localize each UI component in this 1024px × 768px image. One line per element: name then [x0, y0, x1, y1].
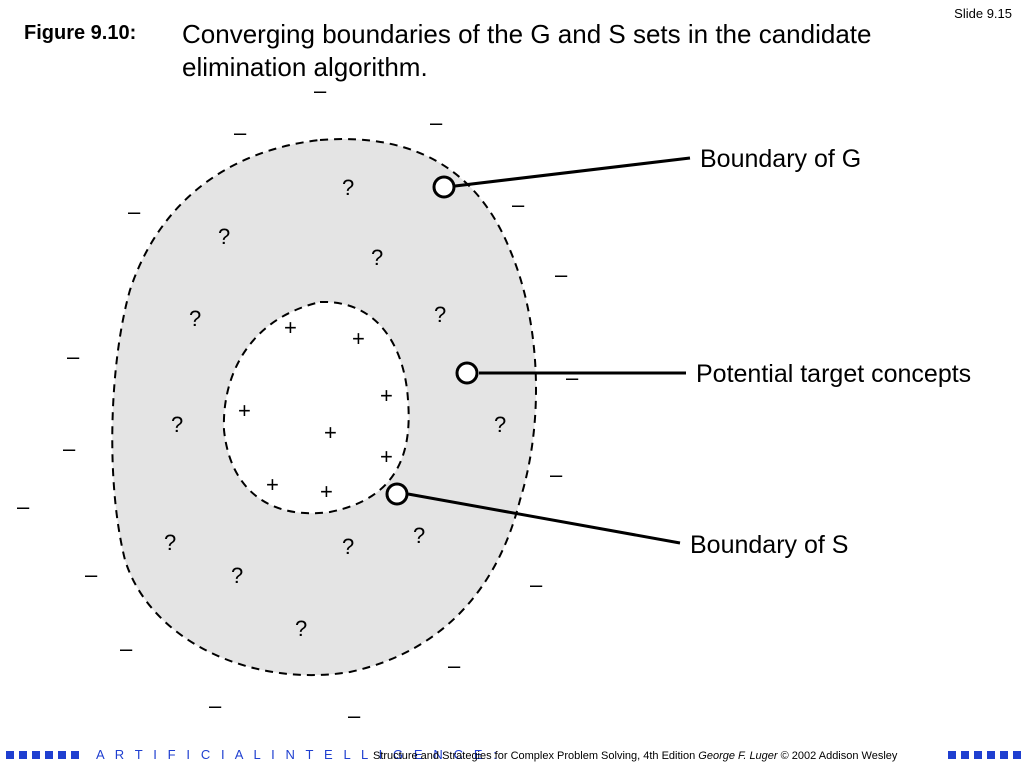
- footer-brand: A R T I F I C I A L I N T E L L I G E N …: [96, 747, 501, 762]
- negative-example: –: [234, 120, 247, 145]
- negative-example: –: [209, 693, 222, 718]
- negative-example: –: [17, 494, 30, 519]
- footer-copyright: © 2002: [780, 750, 817, 762]
- slide-number: Slide 9.15: [954, 6, 1012, 21]
- positive-example: +: [352, 326, 365, 351]
- unknown-examples: ? ? ? ? ? ? ? ? ? ? ? ?: [164, 175, 506, 641]
- negative-example: –: [67, 344, 80, 369]
- negative-example: –: [550, 462, 563, 487]
- unknown-example: ?: [171, 412, 183, 437]
- negative-example: –: [314, 78, 327, 103]
- footer-squares-left: [6, 751, 84, 759]
- unknown-example: ?: [434, 302, 446, 327]
- footer-publisher: Addison Wesley: [818, 750, 898, 762]
- footer-squares-right: [948, 751, 1024, 759]
- unknown-example: ?: [218, 224, 230, 249]
- unknown-example: ?: [164, 530, 176, 555]
- negative-example: –: [85, 562, 98, 587]
- potential-marker: [455, 361, 479, 385]
- positive-example: +: [380, 383, 393, 408]
- g-callout-line: [454, 156, 691, 188]
- negative-example: –: [120, 636, 133, 661]
- figure-caption: Converging boundaries of the G and S set…: [182, 19, 872, 82]
- negative-example: –: [348, 703, 361, 728]
- footer-bar: A R T I F I C I A L I N T E L L I G E N …: [0, 745, 1024, 767]
- unknown-example: ?: [189, 306, 201, 331]
- unknown-example: ?: [295, 616, 307, 641]
- boundary-g-label: Boundary of G: [700, 145, 861, 173]
- potential-concepts-label: Potential target concepts: [696, 360, 971, 388]
- negative-example: –: [128, 199, 141, 224]
- positive-example: +: [324, 420, 337, 445]
- g-boundary-marker: [432, 175, 456, 199]
- negative-example: –: [512, 192, 525, 217]
- footer-citation: Structure and Strategies for Complex Pro…: [373, 750, 897, 762]
- unknown-example: ?: [494, 412, 506, 437]
- unknown-example: ?: [231, 563, 243, 588]
- boundary-s-label: Boundary of S: [690, 531, 848, 559]
- s-boundary-marker: [385, 482, 409, 506]
- figure-label: Figure 9.10:: [24, 22, 137, 44]
- unknown-example: ?: [342, 175, 354, 200]
- positive-examples: + + + + + + + +: [238, 315, 393, 504]
- negative-example: –: [566, 365, 579, 390]
- unknown-example: ?: [371, 245, 383, 270]
- negative-example: –: [555, 262, 568, 287]
- positive-example: +: [320, 479, 333, 504]
- positive-example: +: [284, 315, 297, 340]
- footer-book-title: Structure and Strategies for Complex Pro…: [373, 750, 696, 762]
- negative-example: –: [430, 110, 443, 135]
- unknown-example: ?: [342, 534, 354, 559]
- footer-author: George F. Luger: [698, 750, 778, 762]
- positive-example: +: [380, 444, 393, 469]
- unknown-example: ?: [413, 523, 425, 548]
- positive-example: +: [238, 398, 251, 423]
- negative-example: –: [448, 653, 461, 678]
- positive-example: +: [266, 472, 279, 497]
- s-boundary-region: [222, 300, 410, 515]
- version-space-diagram: Boundary of G Potential target concepts …: [17, 78, 971, 728]
- negative-example: –: [530, 572, 543, 597]
- s-callout-line: [407, 492, 681, 545]
- negative-examples: – – – – – – – – – – – – – – – – –: [17, 78, 579, 728]
- negative-example: –: [63, 436, 76, 461]
